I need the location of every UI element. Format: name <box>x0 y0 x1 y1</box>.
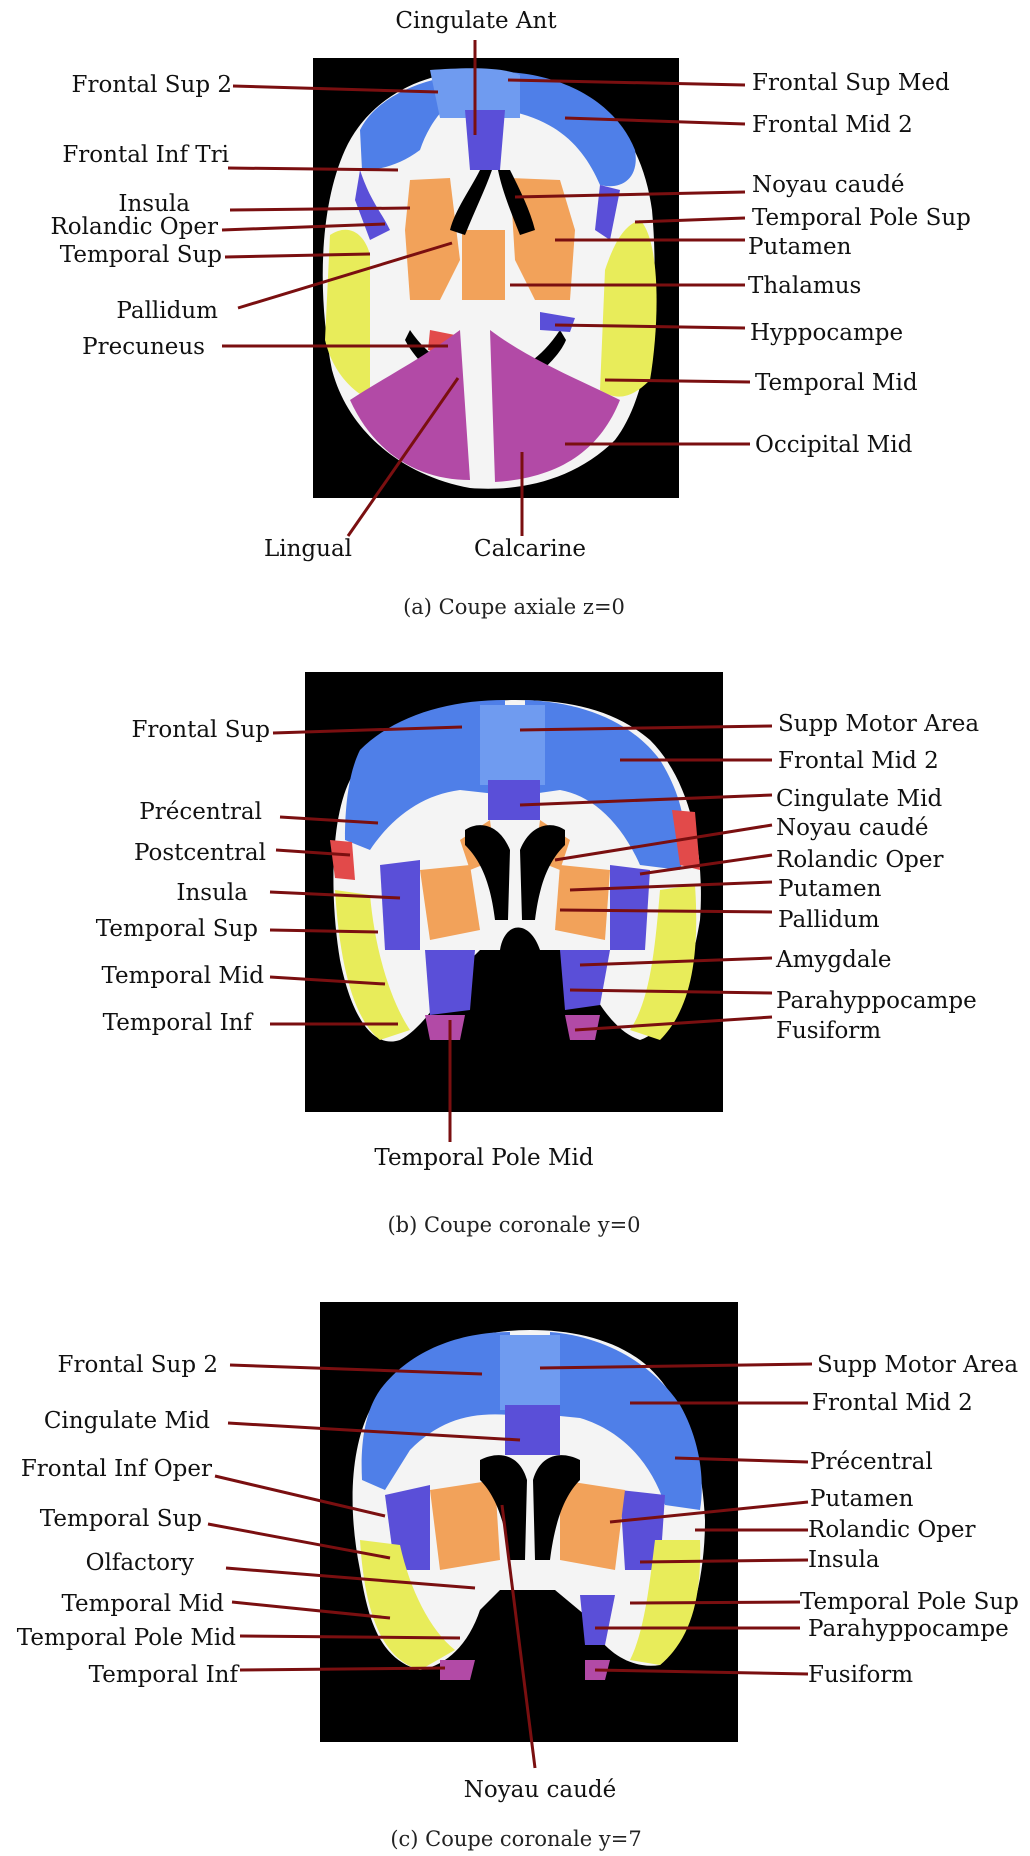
label-hyppocampe: Hyppocampe <box>750 320 903 346</box>
panel-c-figure: Frontal Sup 2 Supp Motor Area Frontal Mi… <box>17 1302 1019 1851</box>
label-amygdale: Amygdale <box>775 947 892 973</box>
label-precentral: Précentral <box>810 1449 933 1475</box>
label-parahyppocampe: Parahyppocampe <box>808 1616 1009 1642</box>
label-frontal-inf-oper: Frontal Inf Oper <box>21 1456 212 1482</box>
label-noyau-caude: Noyau caudé <box>776 815 929 841</box>
panel-a-figure: Cingulate Ant Frontal Sup 2 Frontal Sup … <box>50 8 971 619</box>
label-frontal-mid-2: Frontal Mid 2 <box>778 748 939 774</box>
panel-b-coronal: Frontal Sup Supp Motor Area Frontal Mid … <box>0 620 1030 1240</box>
label-olfactory: Olfactory <box>86 1550 194 1576</box>
label-fusiform: Fusiform <box>808 1662 913 1688</box>
label-precuneus: Precuneus <box>82 334 205 360</box>
label-temporal-sup: Temporal Sup <box>60 242 222 268</box>
label-pallidum: Pallidum <box>778 907 880 933</box>
label-parahyppocampe: Parahyppocampe <box>776 988 977 1014</box>
label-temporal-pole-mid: Temporal Pole Mid <box>374 1145 593 1171</box>
label-temporal-sup: Temporal Sup <box>40 1506 202 1532</box>
label-temporal-mid: Temporal Mid <box>755 370 918 396</box>
label-frontal-mid-2: Frontal Mid 2 <box>812 1390 973 1416</box>
label-temporal-inf: Temporal Inf <box>89 1662 240 1688</box>
label-putamen: Putamen <box>778 876 882 902</box>
label-putamen: Putamen <box>748 234 852 260</box>
label-thalamus: Thalamus <box>748 273 861 299</box>
label-noyau-caude: Noyau caudé <box>752 172 905 198</box>
panel-a-axial: Cingulate Ant Frontal Sup 2 Frontal Sup … <box>0 0 1030 620</box>
label-rolandic-oper: Rolandic Oper <box>50 214 218 240</box>
label-rolandic-oper: Rolandic Oper <box>808 1517 976 1543</box>
label-postcentral: Postcentral <box>134 840 266 866</box>
label-temporal-mid: Temporal Mid <box>101 963 264 989</box>
label-temporal-pole-mid: Temporal Pole Mid <box>17 1625 236 1651</box>
label-frontal-sup: Frontal Sup <box>131 717 270 743</box>
label-temporal-pole-sup: Temporal Pole Sup <box>800 1589 1019 1615</box>
label-frontal-sup-2: Frontal Sup 2 <box>58 1352 218 1378</box>
caption-a: (a) Coupe axiale z=0 <box>403 595 625 619</box>
panel-b-figure: Frontal Sup Supp Motor Area Frontal Mid … <box>96 672 979 1237</box>
label-temporal-inf: Temporal Inf <box>103 1010 254 1036</box>
panel-c-coronal: Frontal Sup 2 Supp Motor Area Frontal Mi… <box>0 1240 1030 1856</box>
label-temporal-pole-sup: Temporal Pole Sup <box>752 205 971 231</box>
label-frontal-sup-med: Frontal Sup Med <box>752 70 950 96</box>
caption-b: (b) Coupe coronale y=0 <box>387 1213 640 1237</box>
label-cingulate-mid: Cingulate Mid <box>776 786 942 812</box>
caption-c: (c) Coupe coronale y=7 <box>390 1827 641 1851</box>
label-calcarine: Calcarine <box>474 536 586 562</box>
label-rolandic-oper: Rolandic Oper <box>776 847 944 873</box>
label-cingulate-ant: Cingulate Ant <box>395 8 557 34</box>
leader-lines-c <box>207 1362 813 1769</box>
label-occipital-mid: Occipital Mid <box>755 432 913 458</box>
label-supp-motor-area: Supp Motor Area <box>817 1352 1018 1378</box>
label-temporal-mid: Temporal Mid <box>61 1591 224 1617</box>
leader-lines-a <box>221 40 751 537</box>
label-insula: Insula <box>176 880 248 906</box>
label-cingulate-mid: Cingulate Mid <box>44 1408 210 1434</box>
label-insula: Insula <box>118 191 190 217</box>
label-frontal-mid-2: Frontal Mid 2 <box>752 112 913 138</box>
label-pallidum: Pallidum <box>116 298 218 324</box>
label-temporal-sup: Temporal Sup <box>96 916 258 942</box>
leader-lines-b <box>269 724 773 1142</box>
label-insula: Insula <box>808 1547 880 1573</box>
label-frontal-sup-2: Frontal Sup 2 <box>72 72 232 98</box>
label-precentral: Précentral <box>139 799 262 825</box>
label-frontal-inf-tri: Frontal Inf Tri <box>62 142 229 168</box>
label-putamen: Putamen <box>810 1486 914 1512</box>
label-fusiform: Fusiform <box>776 1018 881 1044</box>
label-noyau-caude: Noyau caudé <box>464 1777 617 1803</box>
label-supp-motor-area: Supp Motor Area <box>778 711 979 737</box>
label-lingual: Lingual <box>264 536 352 562</box>
